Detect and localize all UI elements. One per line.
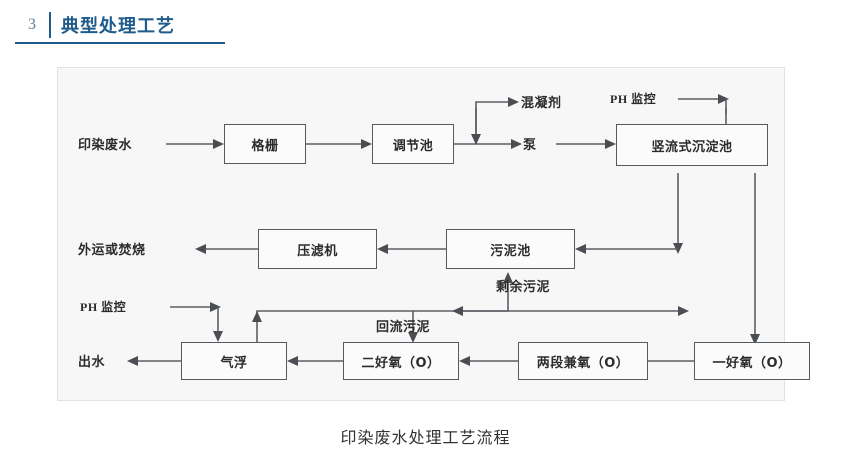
arrowhead-ph-top <box>718 94 729 104</box>
arrowhead-regulating-pump <box>511 139 522 149</box>
node-air-flotation[interactable]: 气浮 <box>181 342 287 380</box>
header-divider <box>49 12 51 38</box>
arrowhead-inlet-grating <box>213 139 224 149</box>
arrowhead-coagulant <box>508 97 519 107</box>
arrowhead-anoxic-aerobic2 <box>459 356 470 366</box>
arrowhead-return-drop-aerobic2 <box>408 332 418 343</box>
section-number: 3 <box>28 16 36 33</box>
node-primary-aerobic[interactable]: 一好氧（O） <box>694 342 810 380</box>
node-regulating-tank[interactable]: 调节池 <box>372 124 454 164</box>
figure-frame: 印染废水 格栅 调节池 混凝剂 泵 PH 监控 竖流式沉淀池 外运或焚烧 压滤机… <box>57 67 810 402</box>
figure-caption: 印染废水处理工艺流程 <box>340 428 511 447</box>
arrowhead-grating-regulating <box>361 139 372 149</box>
arrowhead-aerobic2-flotation <box>287 356 298 366</box>
node-effluent-label: 出水 <box>78 355 106 370</box>
arrowhead-excess-bus <box>452 306 463 316</box>
arrowhead-filterpress-haul <box>195 244 206 254</box>
arrowhead-return-to-flotation <box>252 311 262 322</box>
node-inlet-label: 印染废水 <box>78 138 133 153</box>
edge-excess-sludge <box>458 283 509 312</box>
connector-layer <box>127 94 760 366</box>
arrowhead-flotation-effluent <box>127 356 138 366</box>
arrowhead-pump-settler <box>605 139 616 149</box>
node-return-sludge-label: 回流污泥 <box>376 320 431 335</box>
arrowhead-excess-sludge <box>503 272 513 283</box>
arrowhead-settler-aerobic1 <box>750 334 760 345</box>
node-sludge-tank[interactable]: 污泥池 <box>446 229 575 269</box>
arrowhead-ph-bottom-drop <box>213 331 223 342</box>
arrowhead-sludge-in <box>575 244 586 254</box>
arrowhead-sludge-filterpress <box>377 244 388 254</box>
node-secondary-aerobic[interactable]: 二好氧（O） <box>343 342 459 380</box>
process-flow-diagram: 印染废水 格栅 调节池 混凝剂 泵 PH 监控 竖流式沉淀池 外运或焚烧 压滤机… <box>58 68 810 402</box>
section-header: 3 典型处理工艺 <box>15 8 225 44</box>
node-ph-monitor-top-label: PH 监控 <box>610 92 657 106</box>
page-title: 典型处理工艺 <box>61 16 175 37</box>
node-two-stage-anoxic[interactable]: 两段兼氧（O） <box>518 342 648 380</box>
node-coagulant-label: 混凝剂 <box>521 96 562 111</box>
node-excess-sludge-label: 剩余污泥 <box>496 280 551 295</box>
arrowhead-coagulant-dosing <box>471 134 481 145</box>
node-pump-label: 泵 <box>523 138 537 153</box>
arrowhead-ph-bottom <box>210 302 221 312</box>
arrowhead-return-bus-right <box>678 306 689 316</box>
node-haul-or-burn-label: 外运或焚烧 <box>78 243 146 258</box>
node-filter-press[interactable]: 压滤机 <box>258 229 377 269</box>
node-vertical-flow-settler[interactable]: 竖流式沉淀池 <box>616 124 768 166</box>
node-grating[interactable]: 格栅 <box>224 124 306 164</box>
node-ph-monitor-bottom-label: PH 监控 <box>80 300 127 314</box>
edge-coagulant-branch <box>475 101 508 144</box>
